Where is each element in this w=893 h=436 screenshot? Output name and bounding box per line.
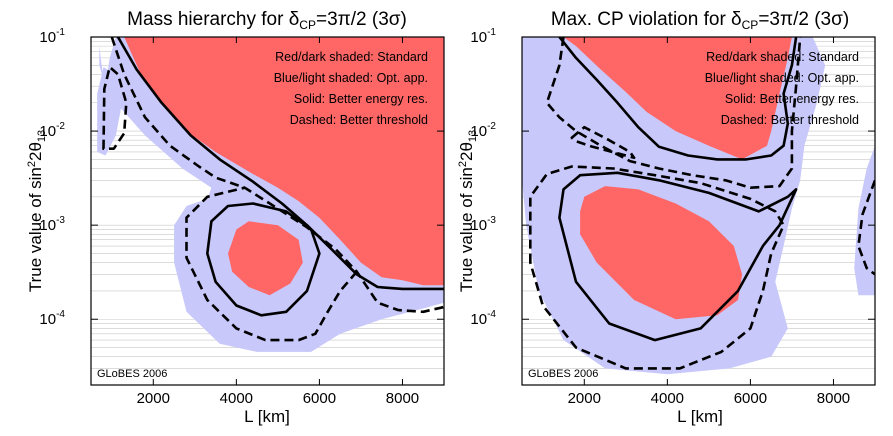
- x-ticks: 2000 4000 6000 8000: [137, 37, 419, 407]
- plot-contours: [528, 37, 875, 370]
- credit-label: GLoBES 2006: [97, 368, 167, 380]
- plot-regions: [522, 37, 875, 375]
- x-tick-label: 8000: [817, 390, 850, 407]
- legend-entry: Dashed: Better threshold: [290, 113, 428, 127]
- chart-panel-mass-hierarchy: Mass hierarchy for δCP=3π/2 (3σ) 2000 400…: [26, 9, 445, 426]
- legend-entry: Red/dark shaded: Standard: [706, 50, 859, 64]
- legend-entry: Dashed: Better threshold: [721, 113, 859, 127]
- threshold-contour: [528, 165, 785, 370]
- chart-title: Mass hierarchy for δCP=3π/2 (3σ): [127, 9, 407, 32]
- credit-label: GLoBES 2006: [528, 368, 598, 380]
- legend-entry: Red/dark shaded: Standard: [275, 50, 428, 64]
- y-tick-label: 10-1: [39, 27, 65, 46]
- standard-region: [563, 37, 792, 160]
- energy-res-contour: [558, 37, 798, 161]
- x-tick-label: 4000: [651, 390, 684, 407]
- chart-panel-cp-violation: Max. CP violation for δCP=3π/2 (3σ) 2000…: [457, 9, 876, 426]
- energy-res-contour: [558, 171, 798, 342]
- x-ticks: 2000 4000 6000 8000: [568, 37, 850, 407]
- y-tick-label: 10-4: [39, 309, 65, 328]
- y-ticks: 10-1 10-2 10-3 10-4: [39, 27, 444, 328]
- y-tick-label: 10-2: [470, 121, 496, 140]
- threshold-contour: [570, 125, 636, 160]
- x-axis-label: L [km]: [677, 407, 723, 426]
- y-tick-label: 10-4: [470, 309, 496, 328]
- chart-title: Max. CP violation for δCP=3π/2 (3σ): [551, 9, 849, 32]
- threshold-contour: [102, 65, 128, 150]
- y-axis-label: True value of sin22θ13: [26, 130, 48, 292]
- energy-res-contour: [116, 37, 444, 291]
- optimized-region: [854, 145, 875, 296]
- x-tick-label: 2000: [568, 390, 601, 407]
- plot-frame: [521, 36, 876, 386]
- legend-entry: Blue/light shaded: Opt. app.: [274, 71, 428, 85]
- threshold-contour: [545, 37, 802, 189]
- y-tick-label: 10-1: [470, 27, 496, 46]
- x-tick-label: 8000: [386, 390, 419, 407]
- plot-frame: [90, 36, 445, 386]
- y-axis-label: True value of sin22θ13: [457, 130, 479, 292]
- y-tick-label: 10-3: [39, 215, 65, 234]
- legend-entry: Blue/light shaded: Opt. app.: [705, 71, 859, 85]
- legend-entry: Solid: Better energy res.: [725, 92, 859, 106]
- x-tick-label: 6000: [734, 390, 767, 407]
- standard-region: [580, 186, 743, 320]
- y-ticks: 10-1 10-2 10-3 10-4: [470, 27, 875, 328]
- standard-region: [228, 221, 303, 296]
- energy-res-contour: [206, 202, 321, 317]
- threshold-contour: [110, 37, 444, 314]
- y-tick-label: 10-2: [39, 121, 65, 140]
- x-axis-label: L [km]: [244, 407, 290, 426]
- y-tick-label: 10-3: [470, 215, 496, 234]
- standard-region: [124, 37, 444, 286]
- x-tick-label: 2000: [137, 390, 170, 407]
- x-tick-label: 6000: [303, 390, 336, 407]
- threshold-contour: [185, 186, 358, 342]
- plot-contours: [102, 37, 444, 342]
- x-tick-label: 4000: [220, 390, 253, 407]
- legend-entry: Solid: Better energy res.: [294, 92, 428, 106]
